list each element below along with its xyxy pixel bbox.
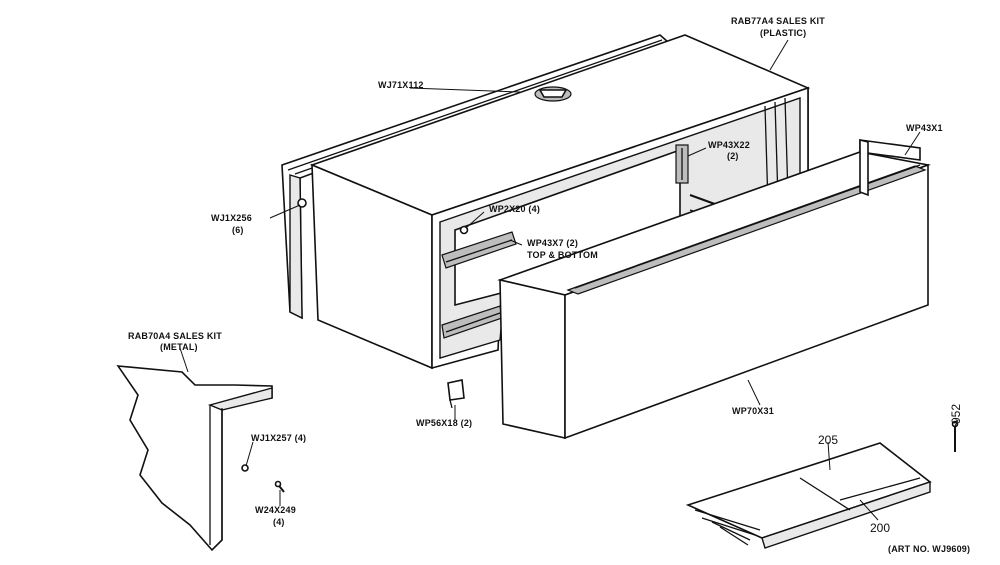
label-wp2x20: WP2X20 (4) <box>489 204 540 214</box>
label-wp56x18: WP56X18 (2) <box>416 418 472 428</box>
label-wj71x112: WJ71X112 <box>378 80 424 90</box>
label-wj1x257: WJ1X257 (4) <box>251 433 306 443</box>
label-rab70a4-sub: (METAL) <box>160 342 198 352</box>
label-wp43x7: WP43X7 (2) <box>527 238 578 248</box>
metal-sales-kit <box>116 365 285 552</box>
label-wp70x31: WP70X31 <box>732 406 774 416</box>
label-952: 952 <box>949 404 963 424</box>
label-200: 200 <box>870 521 890 535</box>
label-top-bottom: TOP & BOTTOM <box>527 250 598 260</box>
leader-lines <box>179 39 959 521</box>
label-wj1x256-qty: (6) <box>232 225 244 235</box>
part-labels: RAB77A4 SALES KIT (PLASTIC) WJ71X112 WP4… <box>128 16 970 554</box>
label-rab70a4: RAB70A4 SALES KIT <box>128 331 222 341</box>
bottom-rail-assembly <box>685 420 959 549</box>
label-wp43x22: WP43X22 <box>708 140 750 150</box>
label-w24x249-qty: (4) <box>273 517 285 527</box>
label-205: 205 <box>818 433 838 447</box>
label-wp43x1: WP43X1 <box>906 123 943 133</box>
label-wj1x256: WJ1X256 <box>211 213 252 223</box>
small-bracket <box>447 379 465 409</box>
label-art-no: (ART NO. WJ9609) <box>888 544 970 554</box>
label-rab77a4: RAB77A4 SALES KIT <box>731 16 825 26</box>
label-rab77a4-sub: (PLASTIC) <box>760 28 806 38</box>
label-wp43x22-qty: (2) <box>727 151 739 161</box>
front-grille-panel <box>497 138 932 440</box>
label-w24x249: W24X249 <box>255 505 296 515</box>
